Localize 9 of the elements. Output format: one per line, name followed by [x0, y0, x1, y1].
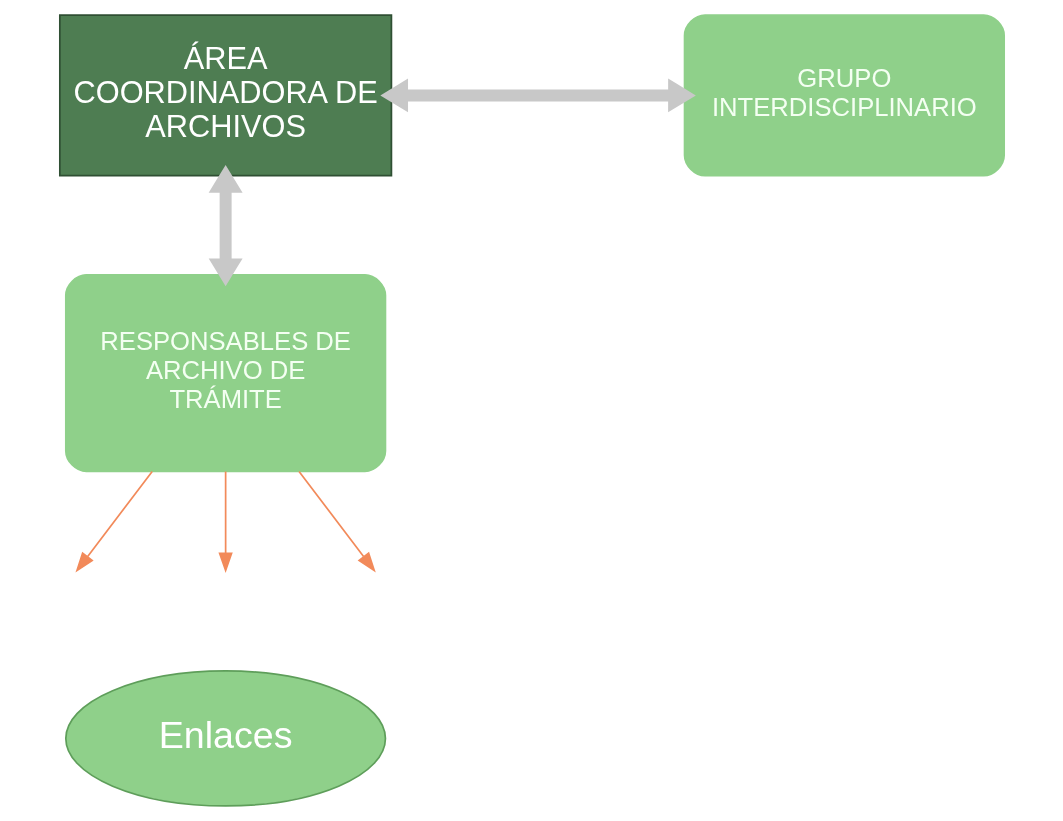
arrow — [297, 470, 376, 573]
node-box: GRUPO INTERDISCIPLINARIO — [683, 14, 1005, 177]
node-box: ÁREA COORDINADORA DE ARCHIVOS — [58, 14, 392, 177]
arrow — [208, 165, 243, 287]
arrow — [379, 78, 696, 113]
arrow — [74, 470, 153, 573]
node-ellipse: Enlaces — [64, 670, 386, 807]
node-box: RESPONSABLES DE ARCHIVO DE TRÁMITE — [64, 274, 386, 473]
arrow — [217, 470, 233, 573]
